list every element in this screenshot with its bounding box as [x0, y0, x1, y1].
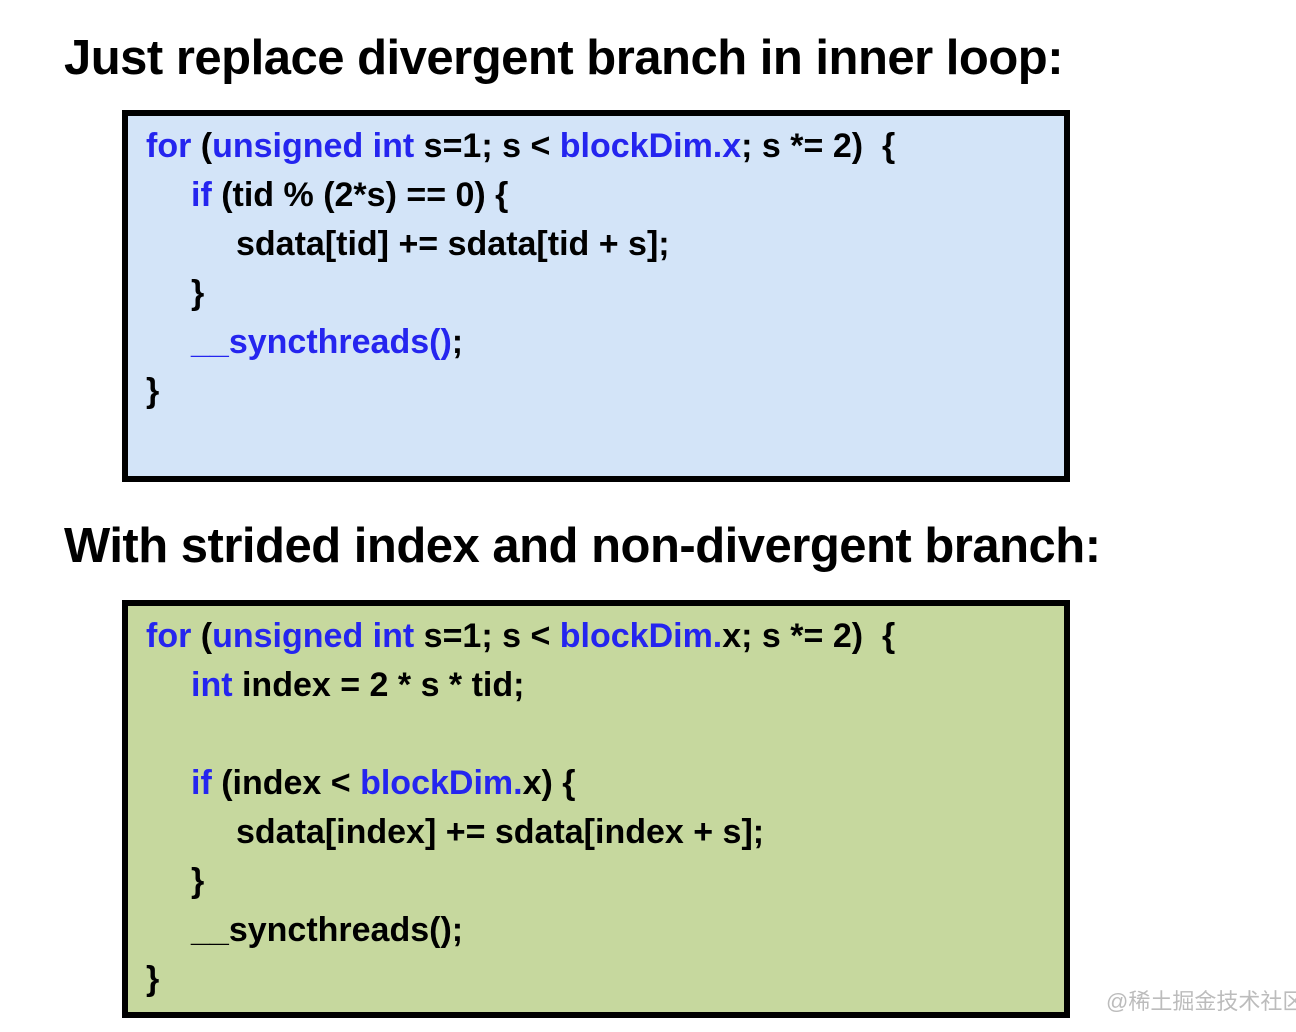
code-token: index = 2 * s * tid;	[241, 666, 525, 704]
code-line: for (unsigned int s=1; s < blockDim.x; s…	[146, 612, 1064, 661]
code-keyword: __syncthreads()	[191, 323, 452, 361]
code-token: (	[200, 127, 213, 165]
code-keyword: if	[191, 176, 222, 214]
code-line: }	[146, 955, 1064, 1004]
code-token: s=1; s <	[423, 617, 560, 655]
code-keyword: blockDim.	[360, 764, 523, 802]
code-line: if (index < blockDim.x) {	[191, 759, 1064, 808]
code-token: x; s *= 2) {	[722, 617, 896, 655]
code-token: sdata[index] += sdata[index + s];	[236, 813, 765, 851]
code-line: }	[146, 367, 1064, 416]
code-block-strided: for (unsigned int s=1; s < blockDim.x; s…	[122, 600, 1070, 1018]
code-keyword: if	[191, 764, 222, 802]
watermark: @稀土掘金技术社区	[1106, 989, 1296, 1014]
code-line: if (tid % (2*s) == 0) {	[191, 171, 1064, 220]
code-token: sdata[tid] += sdata[tid + s];	[236, 225, 670, 263]
heading-strided-index: With strided index and non-divergent bra…	[64, 519, 1101, 573]
code-token: (tid % (2*s) == 0) {	[221, 176, 509, 214]
code-keyword: blockDim.	[559, 617, 723, 655]
code-token: }	[191, 862, 205, 900]
code-line: __syncthreads();	[191, 906, 1064, 955]
code-line: sdata[index] += sdata[index + s];	[236, 808, 1064, 857]
code-line: }	[191, 857, 1064, 906]
code-token: s=1; s <	[423, 127, 560, 165]
code-line: }	[191, 269, 1064, 318]
code-token: }	[191, 274, 205, 312]
code-keyword: unsigned int	[212, 617, 424, 655]
code-keyword: int	[191, 666, 242, 704]
code-block-divergent: for (unsigned int s=1; s < blockDim.x; s…	[122, 110, 1070, 482]
code-token: ; s *= 2) {	[741, 127, 896, 165]
code-keyword: blockDim.x	[559, 127, 742, 165]
code-line: __syncthreads();	[191, 318, 1064, 367]
code-token: }	[146, 960, 160, 998]
code-token: (	[200, 617, 213, 655]
code-line: int index = 2 * s * tid;	[191, 661, 1064, 710]
code-token: (index <	[221, 764, 361, 802]
code-keyword: for	[146, 127, 201, 165]
code-line: sdata[tid] += sdata[tid + s];	[236, 220, 1064, 269]
code-token: x) {	[522, 764, 576, 802]
code-keyword: for	[146, 617, 201, 655]
code-token: }	[146, 372, 160, 410]
code-keyword: unsigned int	[212, 127, 424, 165]
code-line: for (unsigned int s=1; s < blockDim.x; s…	[146, 122, 1064, 171]
code-line	[191, 710, 1064, 759]
code-token: __syncthreads();	[191, 911, 464, 949]
code-token: ;	[451, 323, 464, 361]
heading-divergent-branch: Just replace divergent branch in inner l…	[64, 31, 1064, 85]
